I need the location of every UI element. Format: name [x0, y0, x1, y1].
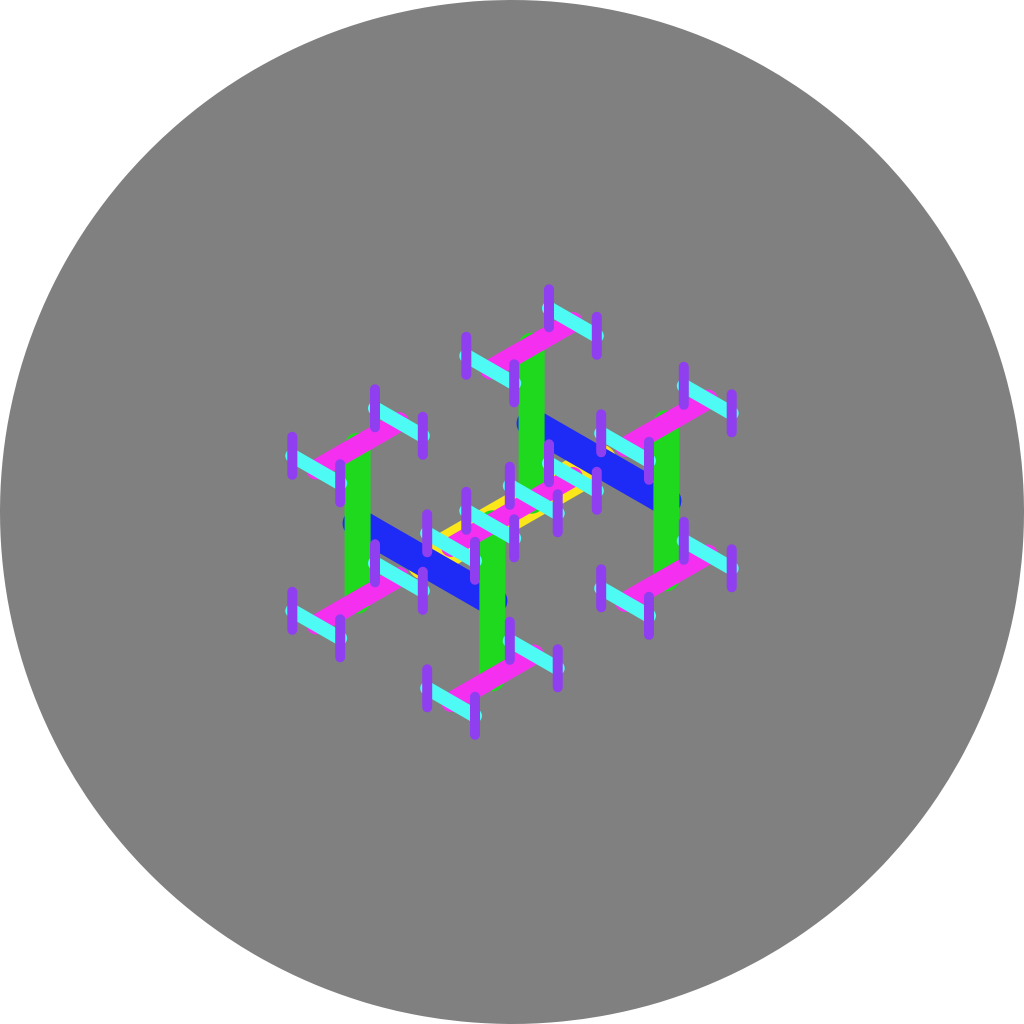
level-4-segment [459, 348, 522, 391]
level-4-segment [420, 681, 482, 723]
level-3-segment [441, 644, 544, 712]
level-4-segment [368, 556, 430, 598]
level-4-segment [459, 503, 522, 546]
level-4-segment [368, 401, 430, 443]
level-4-segment [285, 448, 348, 491]
level-4-segment [502, 478, 565, 521]
level-3-segment [306, 412, 409, 480]
level-4-segment [594, 581, 656, 623]
h-tree-segments [285, 284, 739, 740]
level-4-segment [594, 426, 656, 468]
level-4-segment [676, 533, 739, 576]
level-1-segment [516, 408, 682, 516]
level-4-segment [542, 301, 604, 343]
level-3-segment [615, 389, 718, 457]
level-4-segment [502, 633, 565, 676]
level-1-segment [342, 508, 508, 616]
level-3-segment [306, 567, 409, 635]
level-3-segment [480, 312, 583, 380]
level-3-segment [615, 544, 718, 612]
level-4-segment [676, 378, 739, 421]
level-4-segment [285, 603, 348, 646]
level-4-segment [542, 456, 604, 498]
level-4-segment [420, 526, 482, 568]
